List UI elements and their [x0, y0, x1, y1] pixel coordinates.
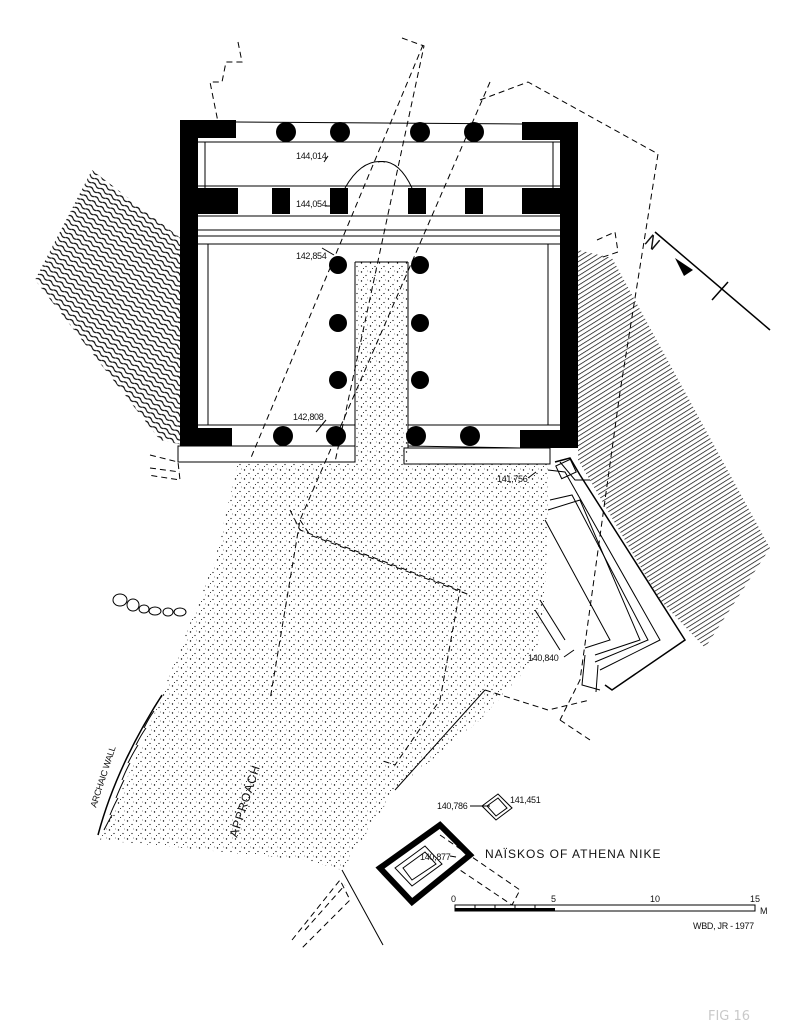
elevation-label: 144,054 — [296, 199, 327, 209]
elevation-label: 141,451 — [510, 795, 541, 805]
bedrock-hatch-right — [578, 250, 770, 648]
terrace-edge-upper — [394, 689, 486, 791]
propylon-walls — [180, 120, 578, 448]
archaic-wall-label: ARCHAIC WALL — [88, 745, 117, 809]
approach-ramp-stipple — [100, 262, 550, 870]
scale-tick-15: 15 — [750, 894, 760, 904]
terrace-edge — [341, 869, 384, 946]
north-label: N — [641, 230, 664, 254]
archaic-wall — [97, 694, 163, 836]
stone-blocks — [112, 593, 187, 617]
propylon-outlines — [177, 121, 560, 465]
drawing-credit: WBD, JR - 1977 — [693, 921, 754, 931]
elevation-label: 142,808 — [293, 412, 324, 422]
bedrock-hatch-left — [35, 170, 183, 445]
bastion-stairs — [534, 457, 687, 693]
elevation-label: 141,756 — [497, 474, 528, 484]
elevation-label: 140,877 — [420, 852, 451, 862]
earlier-phase-outlines — [147, 37, 659, 951]
elevation-label: 142,854 — [296, 251, 327, 261]
elevation-label: 144,014 — [296, 151, 327, 161]
scale-tick-5: 5 — [551, 894, 556, 904]
elevation-leaders — [315, 155, 575, 858]
scale-unit: M — [760, 906, 768, 916]
scale-tick-10: 10 — [650, 894, 660, 904]
north-arrow-icon — [654, 231, 771, 331]
elevation-label: 140,786 — [437, 801, 468, 811]
scale-tick-0: 0 — [451, 894, 456, 904]
columns — [273, 122, 484, 446]
scale-bar — [454, 904, 756, 912]
naiskos-label: NAÏSKOS OF ATHENA NIKE — [485, 847, 661, 861]
naiskos-of-athena-nike — [375, 793, 513, 907]
elevation-label: 140,840 — [528, 653, 559, 663]
figure-number: FIG 16 — [708, 1009, 750, 1024]
